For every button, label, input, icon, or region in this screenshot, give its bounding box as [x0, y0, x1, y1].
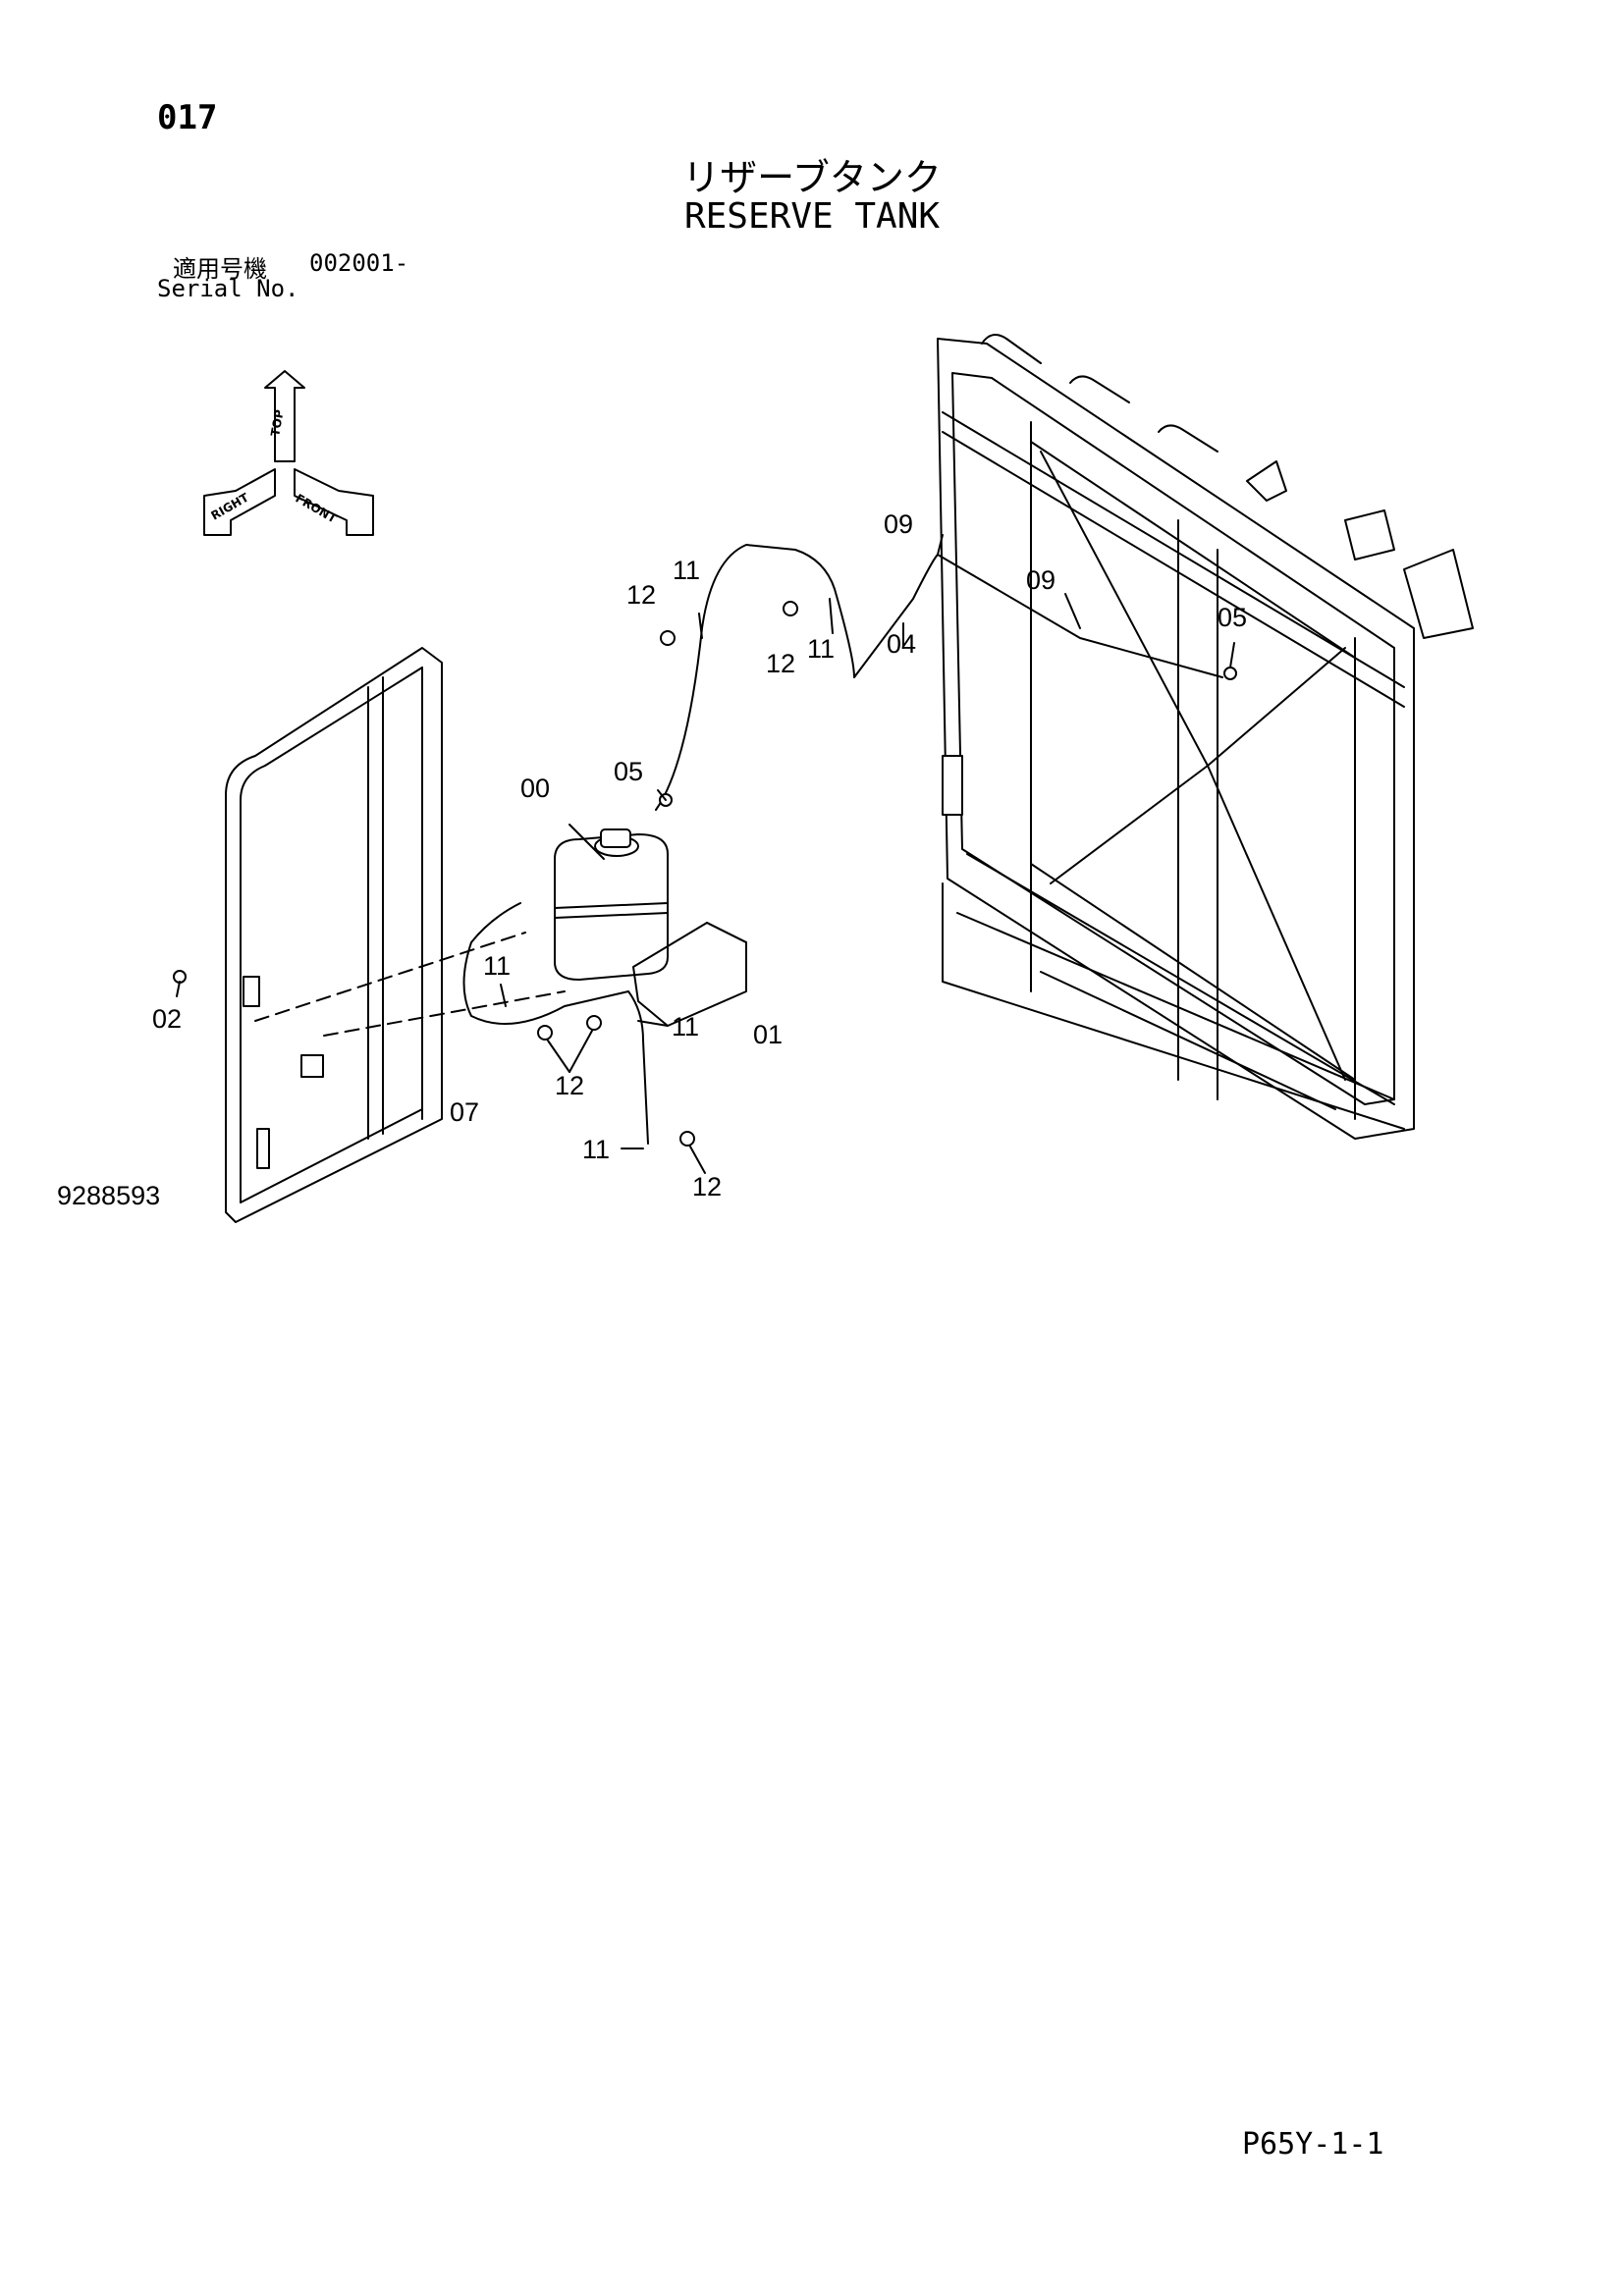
hose-07: [462, 902, 629, 1025]
serial-label-english: Serial No.: [157, 275, 299, 302]
callout-05-left: 05: [614, 757, 643, 786]
bolt-12-e: [679, 1131, 695, 1147]
callout-11-upper-right: 11: [807, 634, 835, 664]
bolt-12-a: [660, 630, 676, 646]
title-english: RESERVE TANK: [683, 196, 941, 237]
bolt-12-d: [586, 1015, 602, 1031]
callout-05-right: 05: [1218, 603, 1247, 632]
drawing-number: 9288593: [57, 1181, 161, 1210]
callout-09-lower: 09: [1026, 565, 1056, 595]
callout-11-upper-left: 11: [673, 556, 700, 585]
callout-12-upper-right: 12: [766, 649, 795, 678]
page-number: 017: [157, 98, 218, 137]
callout-04: 04: [887, 629, 916, 659]
bolt-12-c: [537, 1025, 553, 1041]
bolt-12-b: [783, 601, 798, 616]
hose-lower: [627, 990, 649, 1145]
orientation-indicator: TOP RIGHT FRONT: [203, 370, 374, 536]
orientation-top-label: TOP: [268, 408, 287, 437]
callout-12-bottom: 12: [692, 1172, 722, 1201]
title-japanese: リザーブタンク: [682, 156, 942, 199]
callout-00: 00: [520, 774, 550, 803]
callout-01: 01: [753, 1020, 783, 1049]
callout-11-bottom: 11: [582, 1135, 610, 1164]
tank-bracket: [632, 922, 747, 1027]
page-reference: P65Y-1-1: [1242, 2127, 1384, 2162]
hose-upper: [655, 544, 1223, 811]
callout-07: 07: [450, 1097, 479, 1127]
callout-02: 02: [152, 1004, 182, 1034]
reserve-tank: [554, 828, 669, 981]
callout-09-upper: 09: [884, 509, 913, 539]
door-panel: [225, 647, 443, 1223]
callout-12-middle: 12: [555, 1071, 584, 1100]
radiator-assembly: [937, 334, 1474, 1140]
clip-05-right: [1223, 667, 1237, 680]
callout-11-middle-right: 11: [672, 1012, 699, 1041]
serial-range: 002001-: [309, 249, 409, 277]
callout-11-middle-left: 11: [483, 951, 511, 981]
callout-12-upper-left: 12: [626, 580, 656, 610]
serial-label-japanese: 適用号機: [173, 255, 267, 283]
